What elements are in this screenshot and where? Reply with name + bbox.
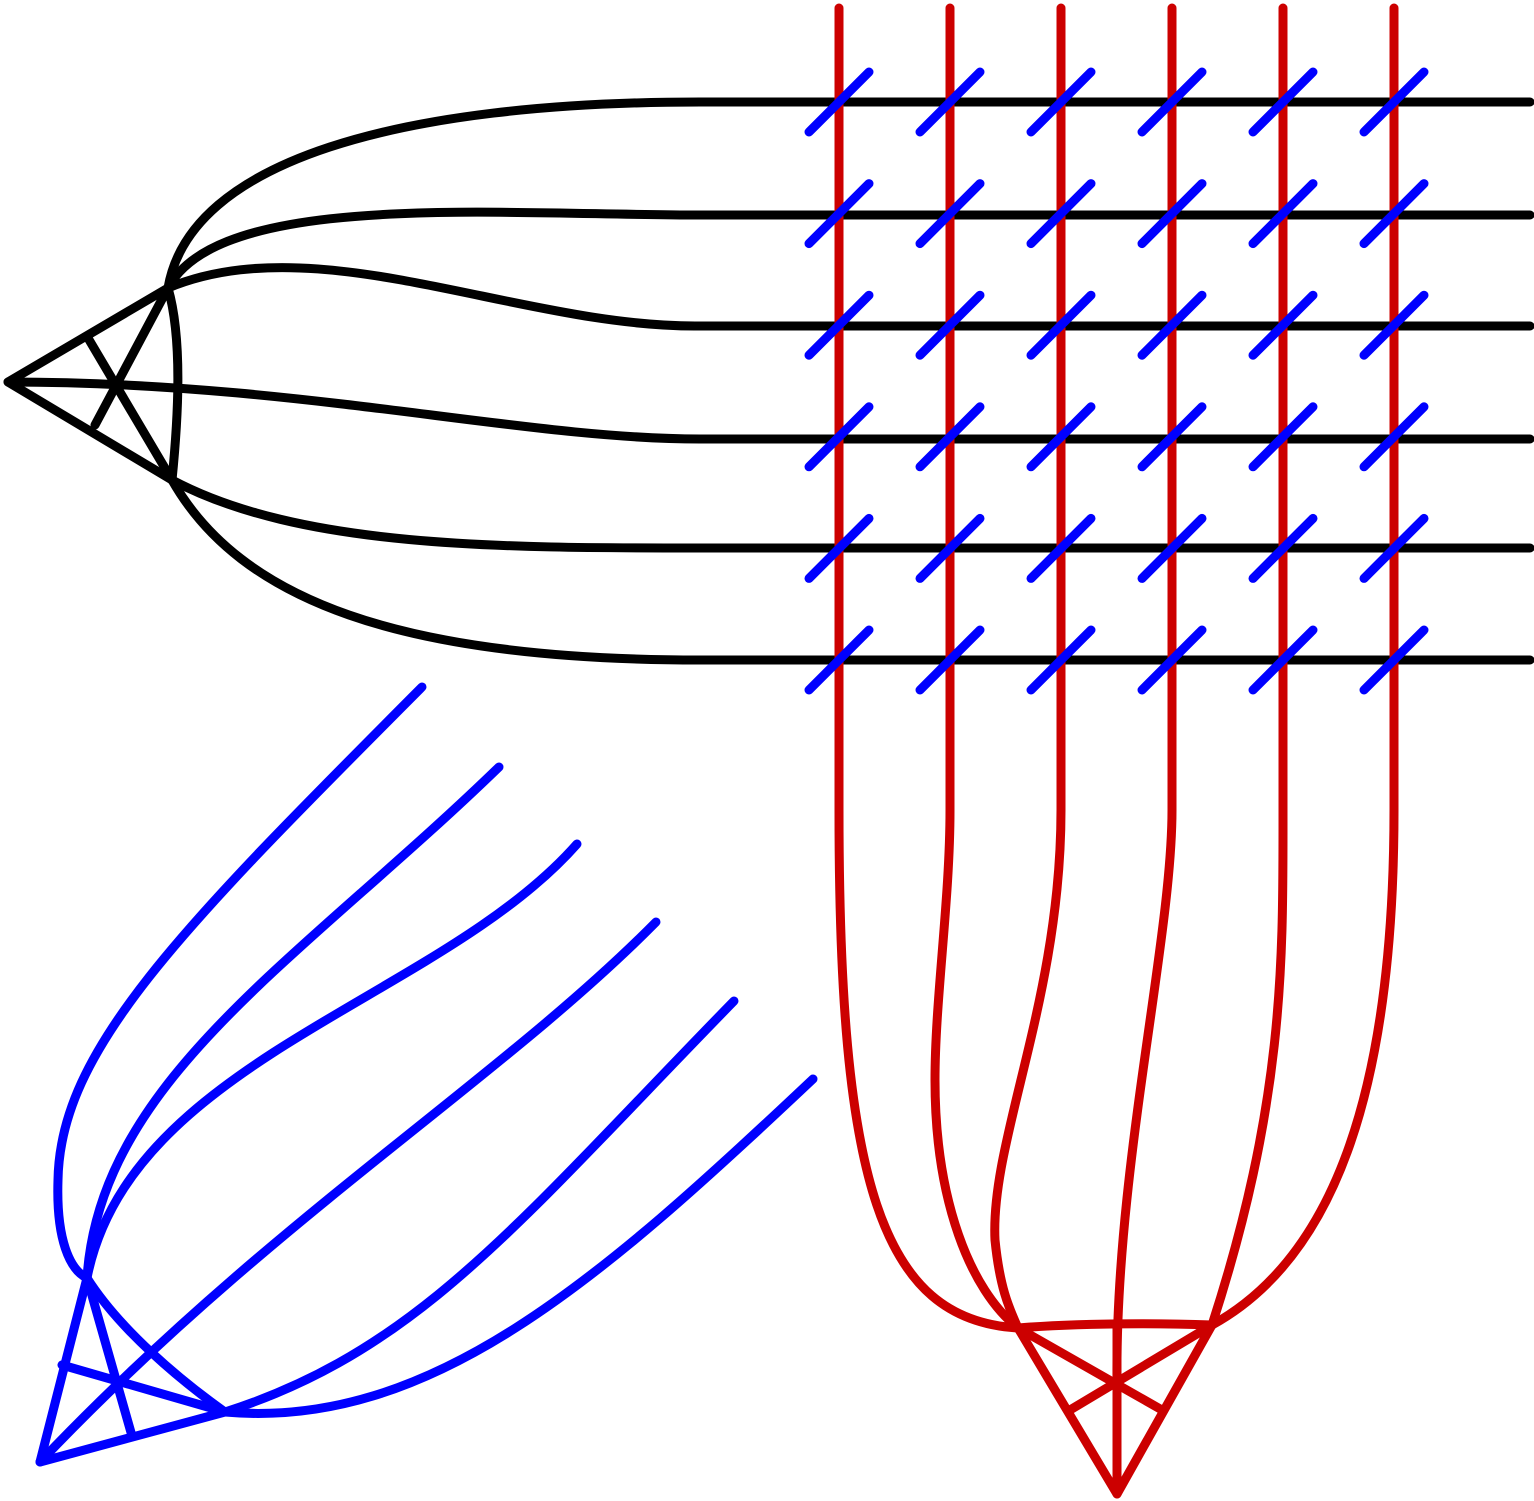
- crossing-mark-r3-c4: [1137, 290, 1207, 360]
- black-cap-diagonal-2: [83, 333, 177, 485]
- crossing-mark-r2-c5: [1248, 179, 1318, 249]
- blue-strand-1: [53, 682, 427, 1283]
- crossing-mark-r4-c5: [1248, 402, 1318, 472]
- black-strand-1: [163, 97, 1534, 293]
- red-cap-diagonal-1: [1013, 1323, 1167, 1415]
- blue-cap-line-1: [82, 1273, 137, 1441]
- crossing-mark-r6-c6: [1359, 625, 1429, 695]
- blue-strand-4: [35, 917, 661, 1467]
- crossing-mark-r1-c1: [804, 67, 874, 137]
- crossing-mark-r6-c1: [804, 625, 874, 695]
- crossing-mark-r4-c3: [1026, 402, 1096, 472]
- crossing-mark-r3-c2: [915, 290, 985, 360]
- crossing-mark-r2-c2: [915, 179, 985, 249]
- crossing-mark-r3-c6: [1359, 290, 1429, 360]
- crossing-mark-r4-c4: [1137, 402, 1207, 472]
- blue-strand-3: [82, 839, 582, 1283]
- crossing-mark-r2-c3: [1026, 179, 1096, 249]
- crossing-mark-r6-c4: [1137, 625, 1207, 695]
- red-strand-5: [1207, 3, 1288, 1330]
- red-strand-bundle: [834, 3, 1399, 1499]
- blue-cap-arc: [82, 1273, 230, 1417]
- crossing-mark-r2-c6: [1359, 179, 1429, 249]
- red-strand-6: [1207, 3, 1399, 1330]
- blue-strand-bundle: [35, 682, 818, 1467]
- black-cap-arc: [163, 283, 183, 485]
- black-strand-bundle: [3, 97, 1534, 665]
- blue-cap-outer: [35, 1273, 230, 1467]
- crossing-mark-r4-c1: [804, 402, 874, 472]
- black-strand-5: [167, 475, 1534, 553]
- crossing-mark-r2-c4: [1137, 179, 1207, 249]
- crossing-mark-r5-c4: [1137, 513, 1207, 583]
- crossing-mark-r5-c1: [804, 513, 874, 583]
- blue-strand-5: [220, 996, 739, 1417]
- red-cap-diagonal-2: [1065, 1320, 1217, 1415]
- crossing-mark-grid: [804, 67, 1429, 695]
- crossing-mark-r4-c2: [915, 402, 985, 472]
- black-strand-6: [167, 475, 1534, 665]
- red-strand-4: [1112, 3, 1177, 1385]
- crossing-mark-r4-c6: [1359, 402, 1429, 472]
- crossing-mark-r5-c6: [1359, 513, 1429, 583]
- red-strand-1: [834, 3, 1023, 1333]
- crossing-mark-r6-c2: [915, 625, 985, 695]
- crossing-mark-r3-c3: [1026, 290, 1096, 360]
- crossing-mark-r3-c1: [804, 290, 874, 360]
- blue-strand-6: [220, 1074, 818, 1418]
- black-cap-outer: [3, 283, 177, 485]
- red-strand-3: [990, 3, 1066, 1333]
- crossing-mark-r6-c3: [1026, 625, 1096, 695]
- crossing-mark-r6-c5: [1248, 625, 1318, 695]
- blue-cap-line-2: [57, 1360, 230, 1417]
- black-strand-3: [163, 263, 1534, 331]
- black-cap-diagonal-1: [90, 283, 173, 430]
- blue-strand-2: [82, 762, 504, 1283]
- crossing-mark-r5-c3: [1026, 513, 1096, 583]
- crossing-mark-r5-c2: [915, 513, 985, 583]
- red-strand-2: [930, 3, 1023, 1333]
- crossing-mark-r1-c5: [1248, 67, 1318, 137]
- black-strand-4: [3, 377, 1534, 444]
- crossing-mark-r1-c2: [915, 67, 985, 137]
- crossing-mark-r1-c4: [1137, 67, 1207, 137]
- crossing-mark-r1-c6: [1359, 67, 1429, 137]
- black-strand-2: [163, 207, 1534, 293]
- crossing-mark-r1-c3: [1026, 67, 1096, 137]
- crossing-mark-r5-c5: [1248, 513, 1318, 583]
- crossing-mark-r2-c1: [804, 179, 874, 249]
- crossing-mark-r3-c5: [1248, 290, 1318, 360]
